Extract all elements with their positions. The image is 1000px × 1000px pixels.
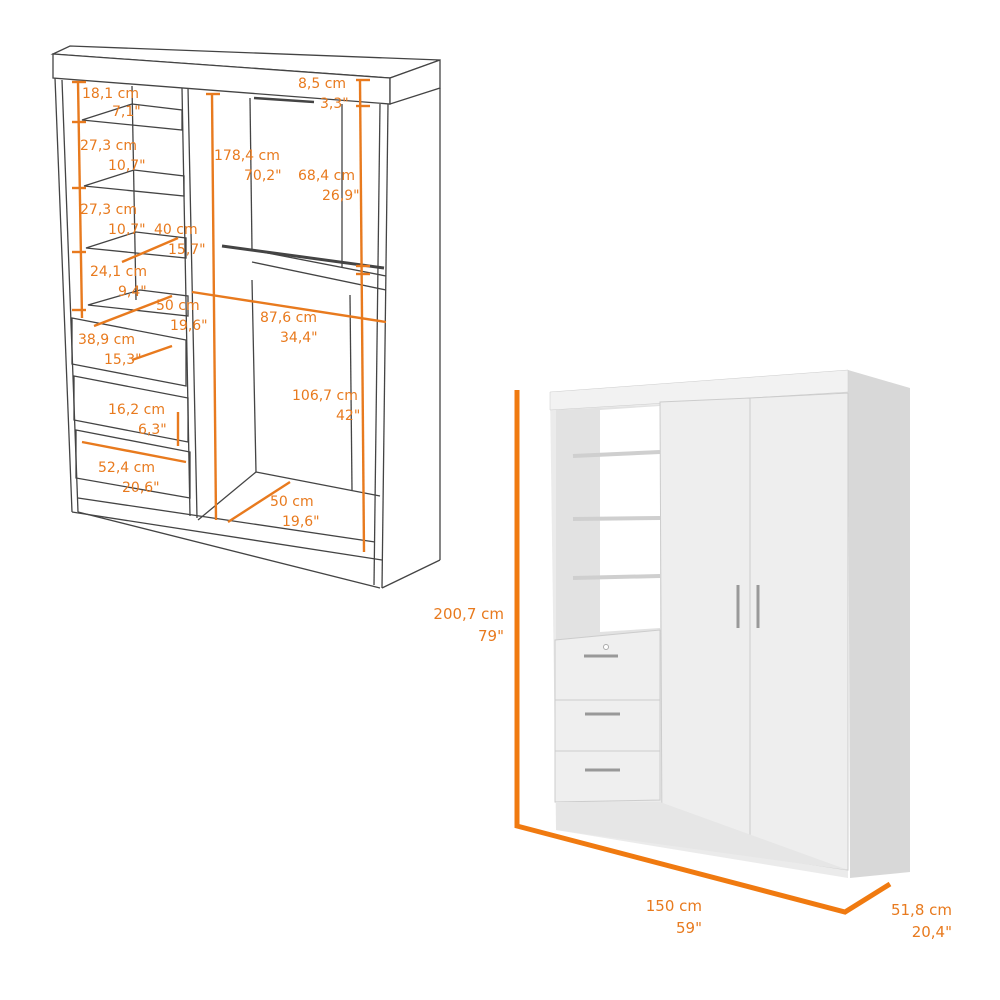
dim-top-panel-in: 3,3"	[320, 96, 349, 112]
dim-shelf2-cm: 27,3 cm	[80, 138, 137, 154]
dim-wardrobe-depth-in: 19,6"	[282, 514, 320, 530]
overall-depth-cm: 51,8 cm	[890, 901, 952, 919]
dim-niche-depth-cm: 50 cm	[156, 298, 200, 314]
dim-top-shelf-cm: 18,1 cm	[82, 86, 139, 102]
dim-drawer-height-cm: 16,2 cm	[108, 402, 165, 418]
dim-shelf2-in: 10,7"	[108, 158, 146, 174]
dim-lower-hanging-cm: 106,7 cm	[292, 388, 358, 404]
wardrobe-render	[549, 369, 910, 878]
dim-wardrobe-depth-cm: 50 cm	[270, 494, 314, 510]
dim-inner-height-in: 70,2"	[244, 168, 282, 184]
dim-niche-depth-in: 19,6"	[170, 318, 208, 334]
overall-width-cm: 150 cm	[645, 897, 702, 915]
dim-shelf3-cm: 27,3 cm	[80, 202, 137, 218]
dim-shelf-depth-cm: 40 cm	[154, 222, 198, 238]
dim-drawer-width-cm: 52,4 cm	[98, 460, 155, 476]
dim-drawer-depth-in: 15,3"	[104, 352, 142, 368]
dim-top-panel-cm: 8,5 cm	[298, 76, 347, 92]
dim-lower-hanging-in: 42"	[336, 408, 361, 424]
dim-wardrobe-width-cm: 87,6 cm	[260, 310, 317, 326]
dim-shelf4-cm: 24,1 cm	[90, 264, 147, 280]
overall-height-cm: 200,7 cm	[433, 605, 504, 623]
overall-width-in: 59"	[676, 919, 702, 937]
dim-wardrobe-width-in: 34,4"	[280, 330, 318, 346]
dim-upper-hanging-cm: 68,4 cm	[298, 168, 355, 184]
dim-drawer-depth-cm: 38,9 cm	[78, 332, 135, 348]
overall-depth-in: 20,4"	[911, 923, 952, 941]
dim-top-shelf-in: 7,1"	[112, 104, 141, 120]
dim-upper-hanging-in: 26,9"	[322, 188, 360, 204]
dim-drawer-height-in: 6,3"	[138, 422, 167, 438]
dim-shelf3-in: 10,7"	[108, 222, 146, 238]
dim-inner-height-cm: 178,4 cm	[214, 148, 280, 164]
dim-drawer-width-in: 20,6"	[122, 480, 160, 496]
dim-shelf-depth-in: 15,7"	[168, 242, 206, 258]
overall-height-in: 79"	[478, 627, 504, 645]
dim-shelf4-in: 9,4"	[118, 284, 147, 300]
